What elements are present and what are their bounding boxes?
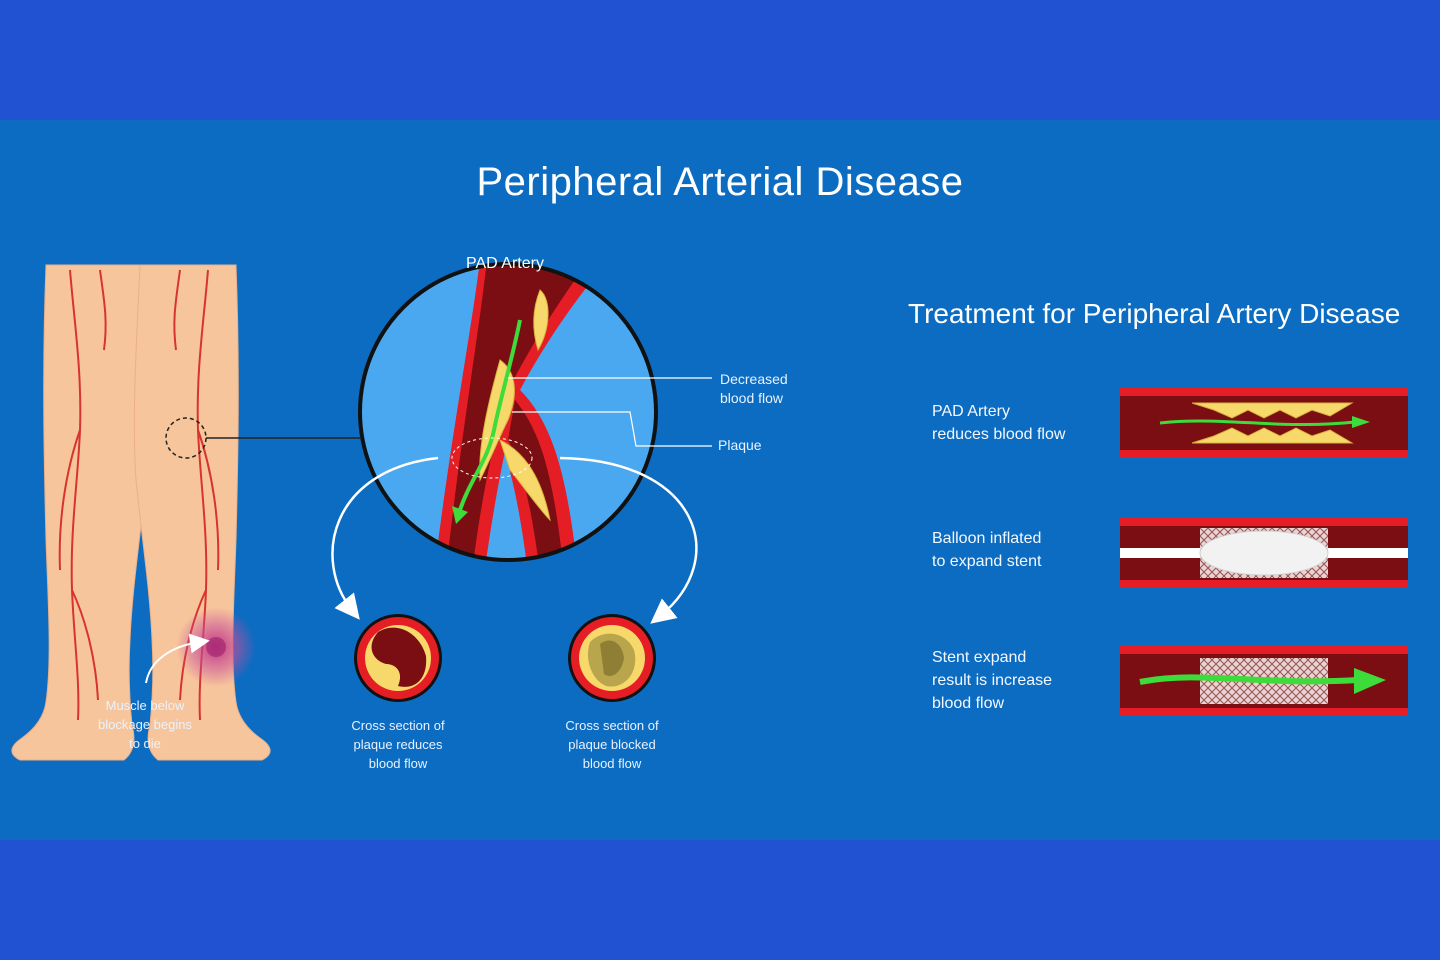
cross-section-caption-1: Cross section of plaque reduces blood fl… <box>328 716 468 773</box>
top-band <box>0 0 1440 120</box>
pad-artery-label: PAD Artery <box>466 255 544 272</box>
muscle-note-line-1: Muscle below <box>105 698 185 713</box>
treatment-step-1-label: PAD Artery reduces blood flow <box>932 400 1065 446</box>
treatment-diagram-3 <box>1120 646 1408 716</box>
muscle-note-line-3: to die <box>129 736 161 751</box>
callout-line-plaque <box>512 411 712 447</box>
illustration-canvas <box>11 262 1408 761</box>
bottom-band <box>0 840 1440 960</box>
cross-section-blocked <box>568 614 656 702</box>
callout-line-2: blood flow <box>720 390 784 406</box>
callout-plaque: Plaque <box>718 437 762 453</box>
step-line: result is increase <box>932 672 1053 689</box>
treatment-diagram-1 <box>1120 388 1408 458</box>
muscle-note-line-2: blockage begins <box>98 717 192 732</box>
cross-section-caption-2: Cross section of plaque blocked blood fl… <box>540 716 684 773</box>
treatment-step-3-label: Stent expand result is increase blood fl… <box>932 646 1052 715</box>
callout-decreased-blood-flow: Decreased blood flow <box>720 370 788 408</box>
step-line: reduces blood flow <box>932 426 1066 443</box>
treatment-step-2-label: Balloon inflated to expand stent <box>932 527 1041 573</box>
caption-line: blood flow <box>582 756 642 771</box>
step-line: PAD Artery <box>932 403 1010 420</box>
content-panel: Peripheral Arterial Disease PAD Artery D… <box>0 120 1440 840</box>
step-line: blood flow <box>932 695 1005 712</box>
page-title: Peripheral Arterial Disease <box>476 160 964 204</box>
muscle-pointer-arrow <box>145 633 210 684</box>
right-leg <box>133 264 271 761</box>
pain-spot <box>206 637 226 657</box>
muscle-note: Muscle below blockage begins to die <box>80 696 210 753</box>
step-line: to expand stent <box>932 553 1042 570</box>
arrow-to-cross-section-1 <box>331 456 439 620</box>
caption-line: blood flow <box>368 756 428 771</box>
caption-line: plaque reduces <box>353 737 443 752</box>
arrow-to-cross-section-2 <box>559 456 698 624</box>
caption-line: Cross section of <box>351 718 445 733</box>
cross-section-partial <box>354 614 442 702</box>
caption-line: plaque blocked <box>568 737 656 752</box>
magnified-artery <box>331 262 712 624</box>
legs-illustration <box>11 264 360 761</box>
callout-line-1: Decreased <box>720 371 788 387</box>
caption-line: Cross section of <box>565 718 659 733</box>
treatment-title: Treatment for Peripheral Artery Disease <box>908 298 1401 329</box>
step-line: Stent expand <box>932 649 1027 666</box>
step-line: Balloon inflated <box>932 530 1042 547</box>
left-leg <box>11 264 149 761</box>
leg-arteries <box>58 269 220 721</box>
treatment-diagram-2 <box>1120 518 1408 588</box>
